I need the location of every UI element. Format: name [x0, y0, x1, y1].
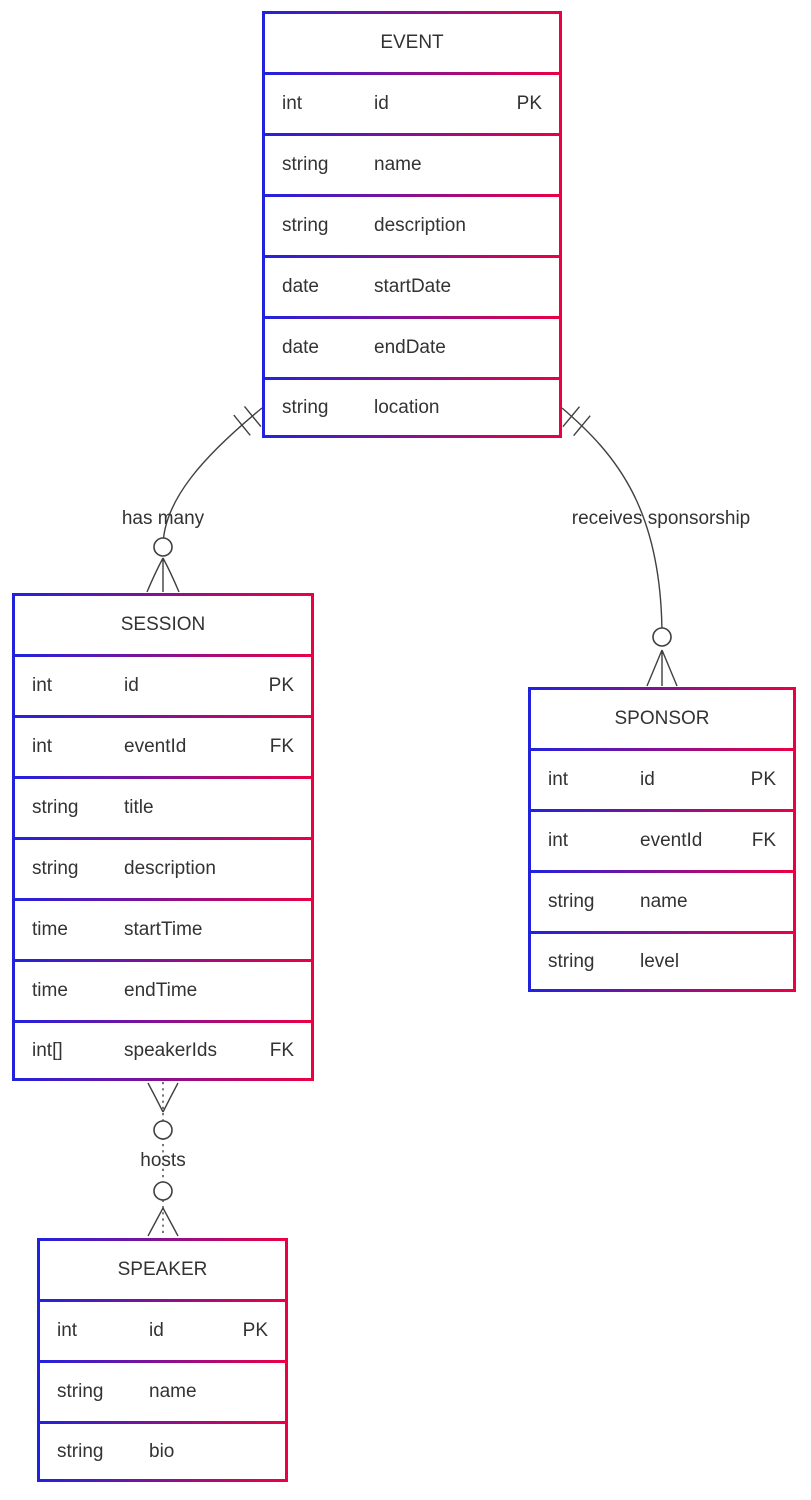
attribute-type: string — [32, 797, 79, 818]
entity-name-label: SPEAKER — [117, 1259, 208, 1280]
many-cardinality-icon — [146, 557, 180, 593]
zero-cardinality-icon — [153, 1120, 173, 1140]
entity-title: SPEAKER — [37, 1238, 288, 1299]
entity-session: SESSION int id PK int eventId FK string … — [12, 593, 314, 1081]
many-cardinality-icon — [147, 1082, 179, 1113]
relationship-label: has many — [122, 508, 205, 529]
attribute-name: name — [640, 891, 688, 912]
attribute-type: string — [282, 154, 329, 175]
attribute-type: string — [32, 858, 79, 879]
attribute-type: string — [548, 950, 595, 972]
attribute-name: startTime — [124, 919, 203, 940]
attribute-name: location — [374, 396, 440, 418]
entity-title: SESSION — [12, 593, 314, 654]
attribute-name: name — [149, 1381, 197, 1402]
one-cardinality-icon — [562, 406, 581, 428]
relationship-event-session: has many — [122, 405, 263, 593]
attribute-name: id — [124, 675, 139, 696]
relationship-label: receives sponsorship — [572, 508, 750, 529]
zero-cardinality-icon — [652, 627, 672, 647]
many-cardinality-icon — [147, 1207, 179, 1237]
attribute-type: string — [57, 1381, 104, 1402]
attribute-name: id — [374, 93, 389, 114]
attribute-type: int — [548, 769, 569, 790]
attribute-row: int[] speakerIds FK — [12, 1020, 314, 1081]
attribute-row: time endTime — [12, 959, 314, 1020]
attribute-row: string name — [528, 870, 796, 931]
attribute-row: string name — [37, 1360, 288, 1421]
entity-speaker: SPEAKER int id PK string name string bio — [37, 1238, 288, 1482]
attribute-key: PK — [750, 769, 776, 790]
attribute-row: int id PK — [12, 654, 314, 715]
attribute-type: date — [282, 276, 319, 297]
attribute-name: eventId — [124, 736, 187, 757]
attribute-row: string title — [12, 776, 314, 837]
relationship-session-speaker: hosts — [140, 1082, 186, 1237]
relationship-line — [561, 407, 663, 638]
entity-name-label: SESSION — [120, 614, 206, 635]
attribute-key: FK — [269, 1039, 294, 1061]
attribute-name: endDate — [374, 337, 446, 358]
one-cardinality-icon — [573, 415, 591, 437]
relationship-label: hosts — [140, 1150, 185, 1171]
attribute-type: time — [32, 919, 68, 940]
attribute-row: string description — [262, 194, 562, 255]
attribute-name: description — [374, 215, 466, 236]
attribute-row: int id PK — [262, 72, 562, 133]
zero-cardinality-icon — [153, 1181, 173, 1201]
attribute-row: time startTime — [12, 898, 314, 959]
attribute-row: int id PK — [37, 1299, 288, 1360]
attribute-name: id — [149, 1320, 164, 1341]
attribute-row: date endDate — [262, 316, 562, 377]
attribute-type: int — [57, 1320, 78, 1341]
attribute-row: int eventId FK — [528, 809, 796, 870]
attribute-name: title — [124, 797, 154, 818]
attribute-row: string name — [262, 133, 562, 194]
relationship-event-sponsor: receives sponsorship — [561, 406, 750, 687]
attribute-name: id — [640, 769, 655, 790]
attribute-type: string — [548, 891, 595, 912]
attribute-name: level — [640, 950, 680, 972]
entity-sponsor: SPONSOR int id PK int eventId FK string … — [528, 687, 796, 992]
attribute-type: int — [32, 675, 53, 696]
entity-name-label: SPONSOR — [614, 708, 710, 729]
attribute-type: time — [32, 980, 68, 1001]
attribute-type: string — [57, 1440, 104, 1462]
attribute-key: FK — [751, 830, 776, 851]
attribute-row: string location — [262, 377, 562, 438]
attribute-type: int — [32, 736, 53, 757]
entity-name-label: EVENT — [380, 32, 444, 53]
attribute-row: string level — [528, 931, 796, 992]
attribute-type: int — [282, 93, 303, 114]
attribute-row: string bio — [37, 1421, 288, 1482]
attribute-type: date — [282, 337, 319, 358]
entity-event: EVENT int id PK string name string descr… — [262, 11, 562, 438]
attribute-row: string description — [12, 837, 314, 898]
attribute-type: int — [548, 830, 569, 851]
attribute-name: bio — [149, 1440, 175, 1462]
attribute-key: FK — [269, 736, 294, 757]
attribute-type: string — [282, 215, 329, 236]
attribute-key: PK — [268, 675, 294, 696]
attribute-name: description — [124, 858, 216, 879]
attribute-row: int eventId FK — [12, 715, 314, 776]
attribute-type: int[] — [32, 1039, 63, 1061]
attribute-type: string — [282, 396, 329, 418]
entity-title: EVENT — [262, 11, 562, 72]
attribute-row: date startDate — [262, 255, 562, 316]
many-cardinality-icon — [646, 649, 678, 687]
attribute-name: eventId — [640, 830, 703, 851]
one-cardinality-icon — [233, 414, 251, 436]
one-cardinality-icon — [243, 405, 262, 428]
attribute-row: int id PK — [528, 748, 796, 809]
attribute-name: speakerIds — [124, 1039, 217, 1061]
entity-title: SPONSOR — [528, 687, 796, 748]
attribute-name: startDate — [374, 276, 452, 297]
attribute-name: name — [374, 154, 422, 175]
zero-cardinality-icon — [153, 537, 173, 557]
attribute-name: endTime — [124, 980, 198, 1001]
attribute-key: PK — [242, 1320, 268, 1341]
attribute-key: PK — [516, 93, 542, 114]
